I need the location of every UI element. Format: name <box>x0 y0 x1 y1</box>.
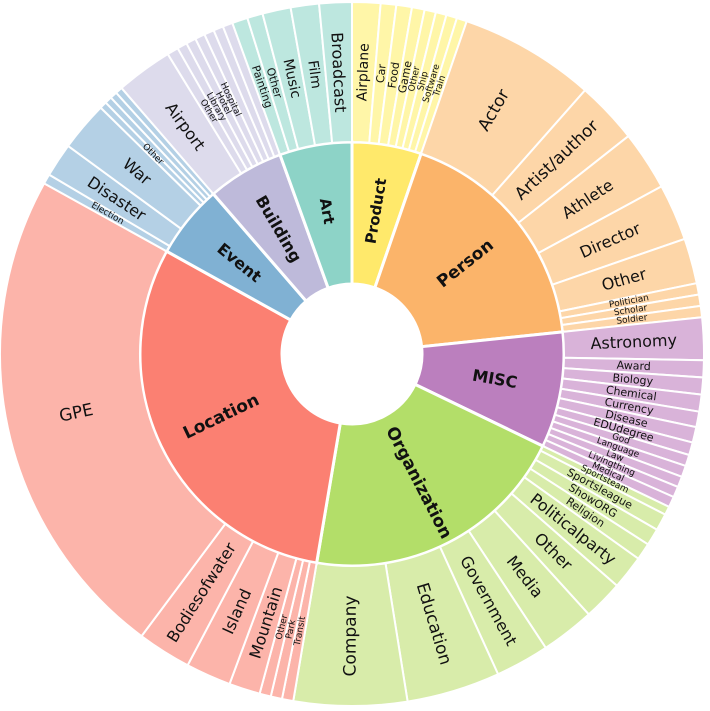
subcategory-label-misc-biology: Biology <box>612 371 654 388</box>
subcategory-label-product-ship: Ship <box>416 70 431 92</box>
subcategory-label-misc-award: Award <box>616 359 651 373</box>
subcategory-label-person-soldier: Soldier <box>616 313 648 327</box>
category-label-art: Art <box>316 197 338 226</box>
subcategory-label-art-broadcast: Broadcast <box>327 32 350 113</box>
subcategory-label-product-game: Game <box>396 60 415 95</box>
subcategory-label-art-film: Film <box>304 59 324 89</box>
subcategory-label-organization-company: Company <box>341 596 361 677</box>
subcategory-label-misc-astronomy: Astronomy <box>590 330 677 353</box>
subcategory-label-product-airplane: Airplane <box>354 43 372 102</box>
subcategory-label-location-park: Park <box>284 618 298 640</box>
subcategory-sector-art-broadcast <box>317 0 353 145</box>
subcategory-label-product-car: Car <box>374 63 389 84</box>
subcategory-label-product-food: Food <box>385 61 402 89</box>
subcategory-sector-location-gpe <box>0 182 227 638</box>
center-hole <box>282 284 422 424</box>
